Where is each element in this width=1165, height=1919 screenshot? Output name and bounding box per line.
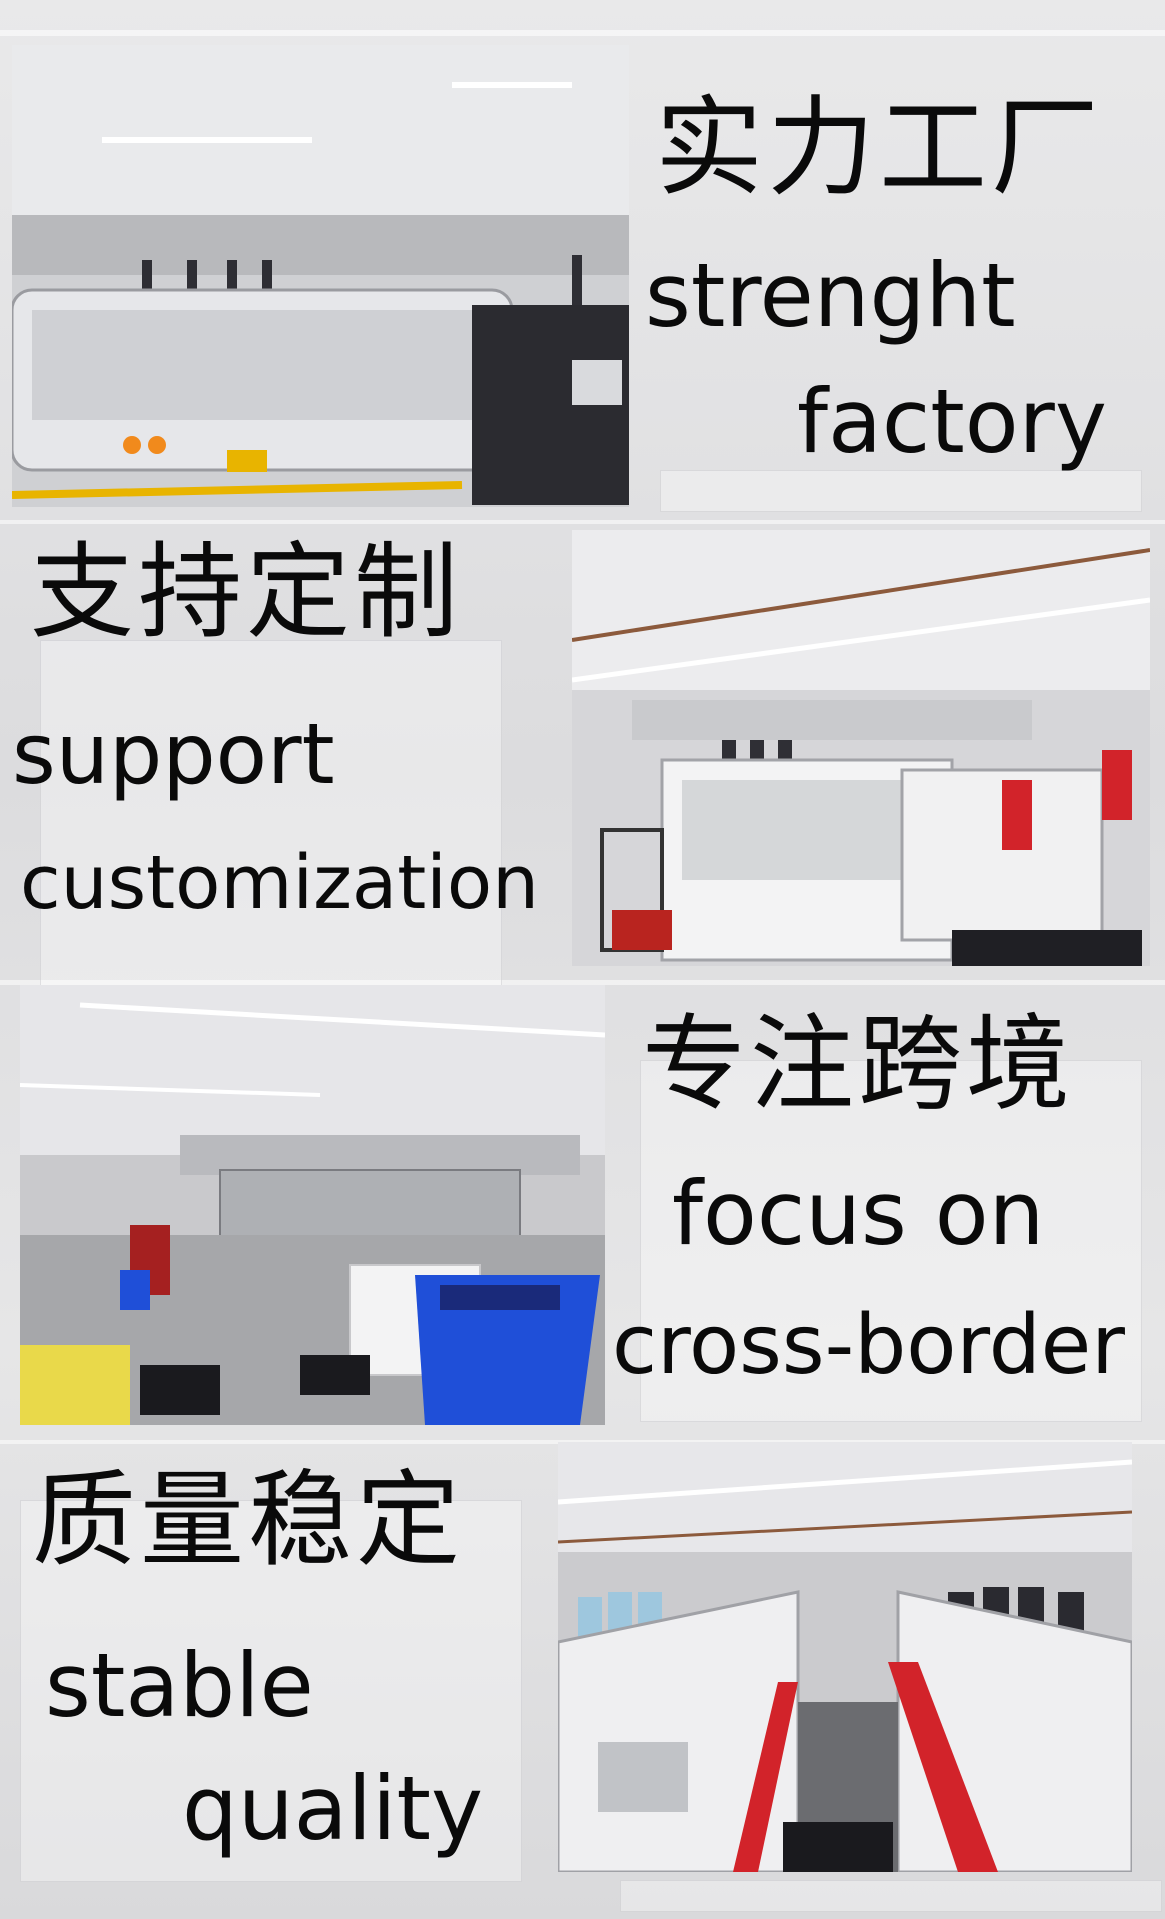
section-2-title-cn: 支持定制: [30, 531, 463, 653]
section-3-line-2: cross-border: [612, 1298, 1125, 1393]
section-1-title-cn: 实力工厂: [655, 86, 1104, 211]
section-1-line-2: factory: [797, 370, 1107, 473]
section-2-line-2: customization: [20, 840, 540, 926]
production-line-photo: [558, 1442, 1132, 1872]
section-4-line-2: quality: [182, 1757, 484, 1860]
section-4-title-cn: 质量稳定: [32, 1459, 465, 1581]
section-4-line-1: stable: [45, 1634, 314, 1737]
section-3-line-1: focus on: [672, 1162, 1045, 1265]
knitting-machine-photo: [12, 45, 629, 507]
factory-floor-photo: [572, 530, 1150, 966]
section-3-title-cn: 专注跨境: [642, 1003, 1075, 1125]
section-2-line-1: support: [12, 705, 335, 803]
workshop-photo: [20, 985, 605, 1425]
section-1-line-1: strenght: [645, 244, 1016, 347]
